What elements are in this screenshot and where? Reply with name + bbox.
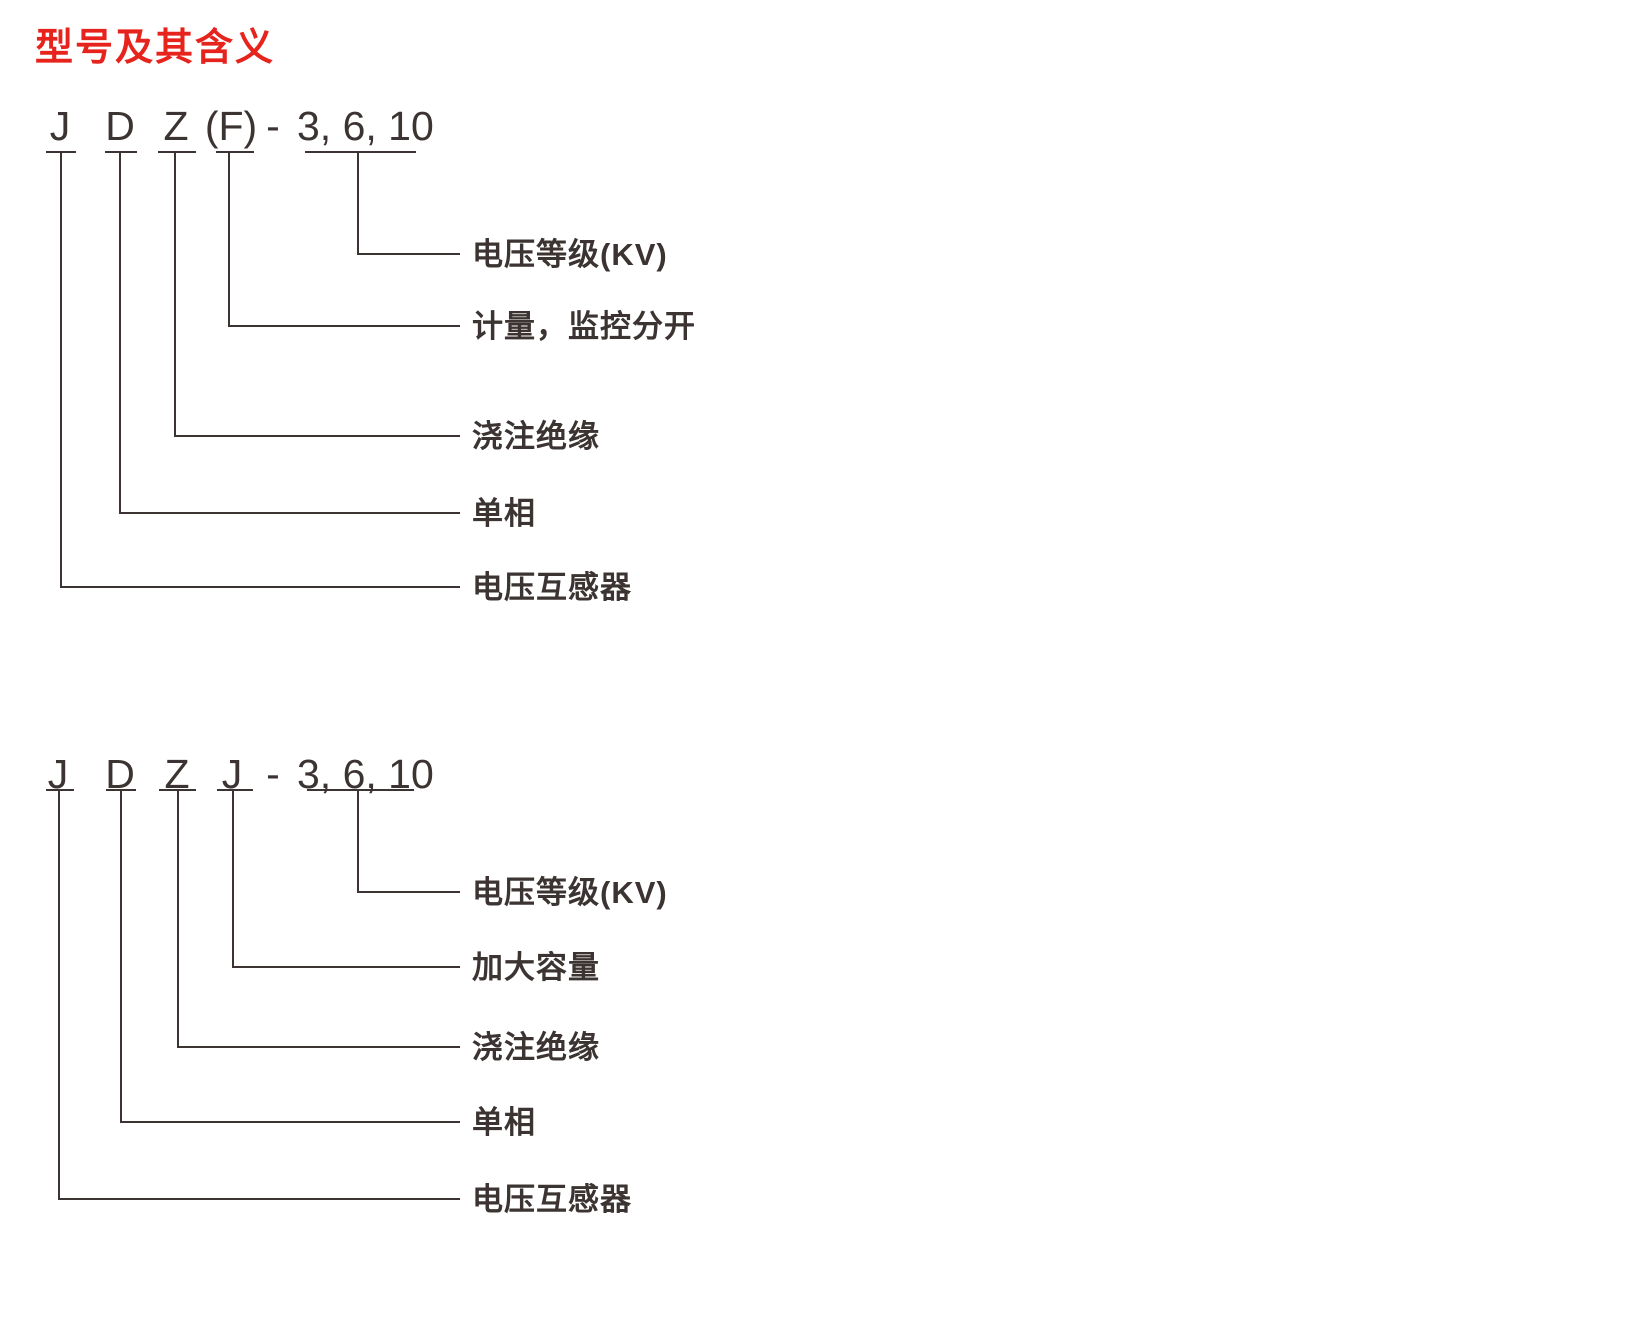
code-letter-j: J bbox=[47, 751, 69, 797]
connector-line bbox=[58, 791, 460, 1200]
underline-mark bbox=[106, 789, 136, 791]
underline-mark bbox=[159, 789, 196, 791]
connector-line bbox=[228, 153, 460, 327]
code-letter-j: J bbox=[49, 103, 71, 149]
label-voltage-class: 电压等级(KV) bbox=[472, 237, 668, 272]
connector-line bbox=[174, 153, 460, 437]
label-voltage-transformer: 电压互感器 bbox=[472, 570, 632, 605]
label-voltage-class: 电压等级(KV) bbox=[472, 875, 668, 910]
connector-line bbox=[232, 791, 460, 968]
connector-line bbox=[357, 791, 460, 893]
label-cast-insulation: 浇注绝缘 bbox=[472, 419, 600, 454]
code-voltage-values: 3, 6, 10 bbox=[297, 103, 434, 149]
label-increased-capacity: 加大容量 bbox=[472, 950, 600, 985]
code-letter-d: D bbox=[105, 103, 135, 149]
connector-line bbox=[357, 153, 460, 255]
code-dash: - bbox=[266, 103, 280, 149]
connector-line bbox=[120, 791, 460, 1123]
label-voltage-transformer: 电压互感器 bbox=[472, 1182, 632, 1217]
underline-mark bbox=[305, 151, 416, 153]
code-letter-j2: J bbox=[221, 751, 243, 797]
underline-mark bbox=[217, 789, 253, 791]
label-single-phase: 单相 bbox=[472, 496, 536, 531]
connector-line bbox=[119, 153, 460, 514]
label-metering-monitoring: 计量，监控分开 bbox=[472, 309, 696, 344]
code-letter-f: (F) bbox=[204, 103, 258, 149]
page-title: 型号及其含义 bbox=[35, 27, 276, 69]
underline-mark bbox=[158, 151, 196, 153]
underline-mark bbox=[46, 151, 76, 153]
code-letter-z: Z bbox=[163, 103, 189, 149]
connector-line bbox=[60, 153, 460, 588]
underline-mark bbox=[105, 151, 137, 153]
code-dash: - bbox=[266, 751, 280, 797]
underline-mark bbox=[216, 151, 254, 153]
label-cast-insulation: 浇注绝缘 bbox=[472, 1030, 600, 1065]
underline-mark bbox=[46, 789, 74, 791]
label-single-phase: 单相 bbox=[472, 1105, 536, 1140]
connector-line bbox=[177, 791, 460, 1048]
underline-mark bbox=[307, 789, 414, 791]
